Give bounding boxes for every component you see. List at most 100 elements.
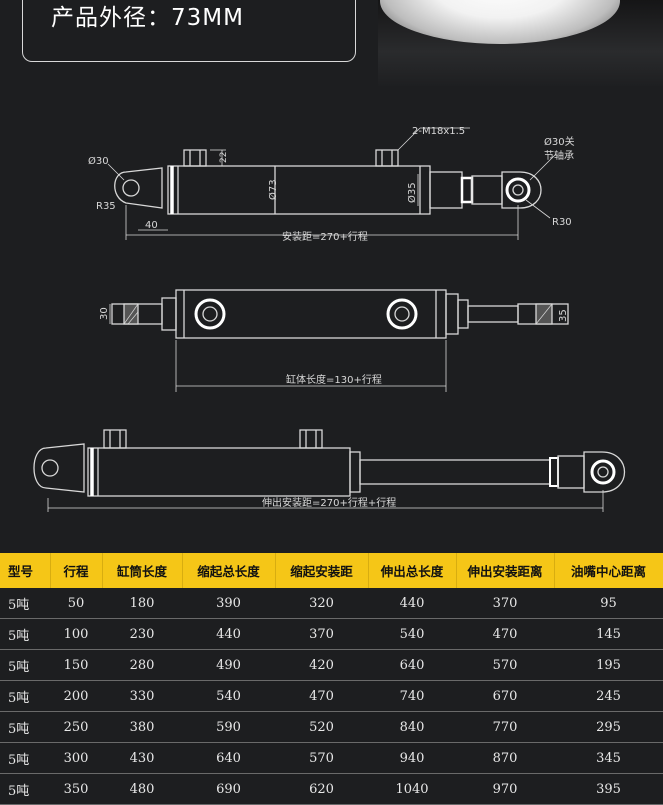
- cell-stroke: 150: [50, 649, 102, 681]
- label-thread: 2-M18x1.5: [412, 126, 465, 137]
- label-d30-left: Ø30: [88, 155, 109, 167]
- cell-barrel-length: 330: [102, 680, 182, 712]
- cell-retracted-length: 490: [182, 649, 275, 681]
- cell-port-spacing: 145: [554, 618, 663, 650]
- cell-barrel-length: 230: [102, 618, 182, 650]
- cell-retracted-length: 540: [182, 680, 275, 712]
- cell-barrel-length: 280: [102, 649, 182, 681]
- header-model: 型号: [0, 553, 51, 588]
- gland: [429, 171, 463, 209]
- label-extended-distance: 伸出安装距=270+行程+行程: [262, 496, 396, 509]
- cell-port-spacing: 95: [554, 588, 663, 619]
- cell-extended-install: 870: [456, 742, 554, 774]
- label-cylinder-length: 缸体长度=130+行程: [286, 373, 382, 386]
- rear-clevis: [114, 167, 163, 209]
- cell-stroke: 100: [50, 618, 102, 650]
- header-port-spacing: 油嘴中心距离: [554, 553, 663, 588]
- cell-model: 5吨: [0, 649, 50, 681]
- cell-extended-install: 670: [456, 680, 554, 712]
- label-joint-d30: Ø30关: [544, 135, 575, 148]
- cell-retracted-length: 390: [182, 588, 275, 619]
- spec-table: 型号 行程 缸筒长度 缩起总长度 缩起安装距 伸出总长度 伸出安装距离 油嘴中心…: [0, 553, 663, 805]
- port-top-front: [386, 298, 418, 330]
- cell-model: 5吨: [0, 742, 50, 774]
- cell-extended-length: 440: [368, 588, 456, 619]
- cell-retracted-length: 590: [182, 711, 275, 743]
- cylinder-end-photo: [380, 0, 620, 44]
- cell-retracted-length: 640: [182, 742, 275, 774]
- table-row: 5吨 150 280 490 420 640 570 195: [0, 649, 663, 681]
- label-dim-22: 22: [219, 152, 229, 163]
- table-row: 5吨 50 180 390 320 440 370 95: [0, 588, 663, 619]
- table-row: 5吨 100 230 440 370 540 470 145: [0, 618, 663, 650]
- drawing-extended-view: [33, 429, 626, 512]
- cell-extended-length: 640: [368, 649, 456, 681]
- header-stroke: 行程: [50, 553, 103, 588]
- cell-extended-install: 370: [456, 588, 554, 619]
- table-row: 5吨 250 380 590 520 840 770 295: [0, 711, 663, 743]
- cell-extended-length: 540: [368, 618, 456, 650]
- drawing-side-view: [107, 127, 557, 240]
- header-extended-install: 伸出安装距离: [456, 553, 555, 588]
- cell-retracted-install: 470: [275, 680, 368, 712]
- label-dim-30: 30: [99, 307, 110, 320]
- cell-retracted-install: 320: [275, 588, 368, 619]
- technical-drawings: Ø30 R35 40 22 Ø73 Ø35 2-M18x1.5 Ø30关 节轴承…: [33, 126, 626, 512]
- cell-stroke: 300: [50, 742, 102, 774]
- port-top-rear: [194, 298, 226, 330]
- label-install-distance: 安装距=270+行程: [282, 230, 368, 243]
- table-row: 5吨 300 430 640 570 940 870 345: [0, 742, 663, 774]
- cell-retracted-install: 420: [275, 649, 368, 681]
- header-extended-length: 伸出总长度: [368, 553, 457, 588]
- label-d73: Ø73: [267, 179, 279, 200]
- table-header-row: 型号 行程 缸筒长度 缩起总长度 缩起安装距 伸出总长度 伸出安装距离 油嘴中心…: [0, 553, 663, 588]
- rear-pin-hole: [122, 179, 140, 197]
- cell-barrel-length: 430: [102, 742, 182, 774]
- cell-retracted-install: 370: [275, 618, 368, 650]
- cell-model: 5吨: [0, 618, 50, 650]
- extended-rear-clevis: [33, 443, 85, 493]
- rod-end-joint: [501, 171, 542, 209]
- title-frame: 产品外径：73MM: [22, 0, 356, 62]
- cell-extended-install: 770: [456, 711, 554, 743]
- drawing-top-view: [109, 289, 569, 392]
- label-dim-35: 35: [558, 309, 569, 322]
- cell-extended-length: 740: [368, 680, 456, 712]
- header-retracted-length: 缩起总长度: [182, 553, 276, 588]
- header: 产品外径：73MM: [0, 0, 663, 90]
- barrel: [167, 165, 431, 215]
- product-photo: [378, 0, 663, 86]
- cell-extended-length: 840: [368, 711, 456, 743]
- outer-diameter-title: 产品外径：73MM: [51, 5, 244, 31]
- oil-port-rear: [183, 149, 207, 167]
- extended-joint-ring: [590, 459, 616, 485]
- table-row: 5吨 200 330 540 470 740 670 245: [0, 680, 663, 712]
- cell-model: 5吨: [0, 711, 50, 743]
- cell-barrel-length: 380: [102, 711, 182, 743]
- cell-model: 5吨: [0, 588, 50, 619]
- extended-rod: [359, 459, 551, 485]
- cell-extended-length: 940: [368, 742, 456, 774]
- label-r35: R35: [96, 201, 116, 212]
- cell-stroke: 50: [50, 588, 102, 619]
- extended-barrel: [87, 447, 351, 497]
- cell-port-spacing: 245: [554, 680, 663, 712]
- cell-stroke: 250: [50, 711, 102, 743]
- joint-bearing-ring: [505, 177, 531, 203]
- label-d35: Ø35: [406, 182, 418, 203]
- cell-retracted-install: 570: [275, 742, 368, 774]
- label-joint-bearing: 节轴承: [544, 149, 574, 162]
- cell-port-spacing: 195: [554, 649, 663, 681]
- cell-extended-install: 570: [456, 649, 554, 681]
- header-retracted-install: 缩起安装距: [275, 553, 369, 588]
- header-barrel-length: 缸筒长度: [102, 553, 183, 588]
- cell-port-spacing: 345: [554, 742, 663, 774]
- cell-port-spacing: 295: [554, 711, 663, 743]
- label-r30: R30: [552, 217, 572, 228]
- cell-retracted-length: 440: [182, 618, 275, 650]
- cell-barrel-length: 180: [102, 588, 182, 619]
- cell-stroke: 200: [50, 680, 102, 712]
- cell-model: 5吨: [0, 680, 50, 712]
- label-dim-40: 40: [145, 220, 158, 231]
- cell-retracted-install: 520: [275, 711, 368, 743]
